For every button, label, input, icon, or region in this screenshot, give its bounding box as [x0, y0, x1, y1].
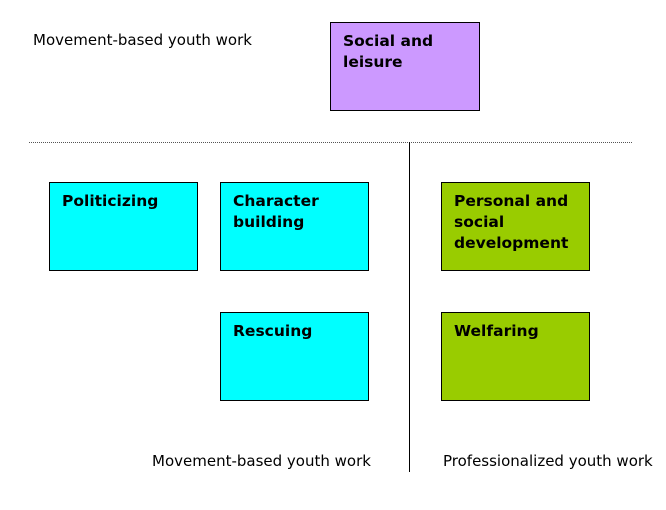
bottom-left-label: Movement-based youth work — [152, 452, 371, 470]
horizontal-divider — [29, 142, 632, 143]
welfaring-box: Welfaring — [441, 312, 590, 401]
character-building-box: Character building — [220, 182, 369, 271]
personal-social-development-box: Personal and social development — [441, 182, 590, 271]
rescuing-box: Rescuing — [220, 312, 369, 401]
vertical-divider — [409, 142, 410, 472]
bottom-right-label: Professionalized youth work — [443, 452, 653, 470]
top-left-label: Movement-based youth work — [33, 31, 252, 49]
politicizing-box: Politicizing — [49, 182, 198, 271]
social-leisure-box: Social and leisure — [330, 22, 480, 111]
